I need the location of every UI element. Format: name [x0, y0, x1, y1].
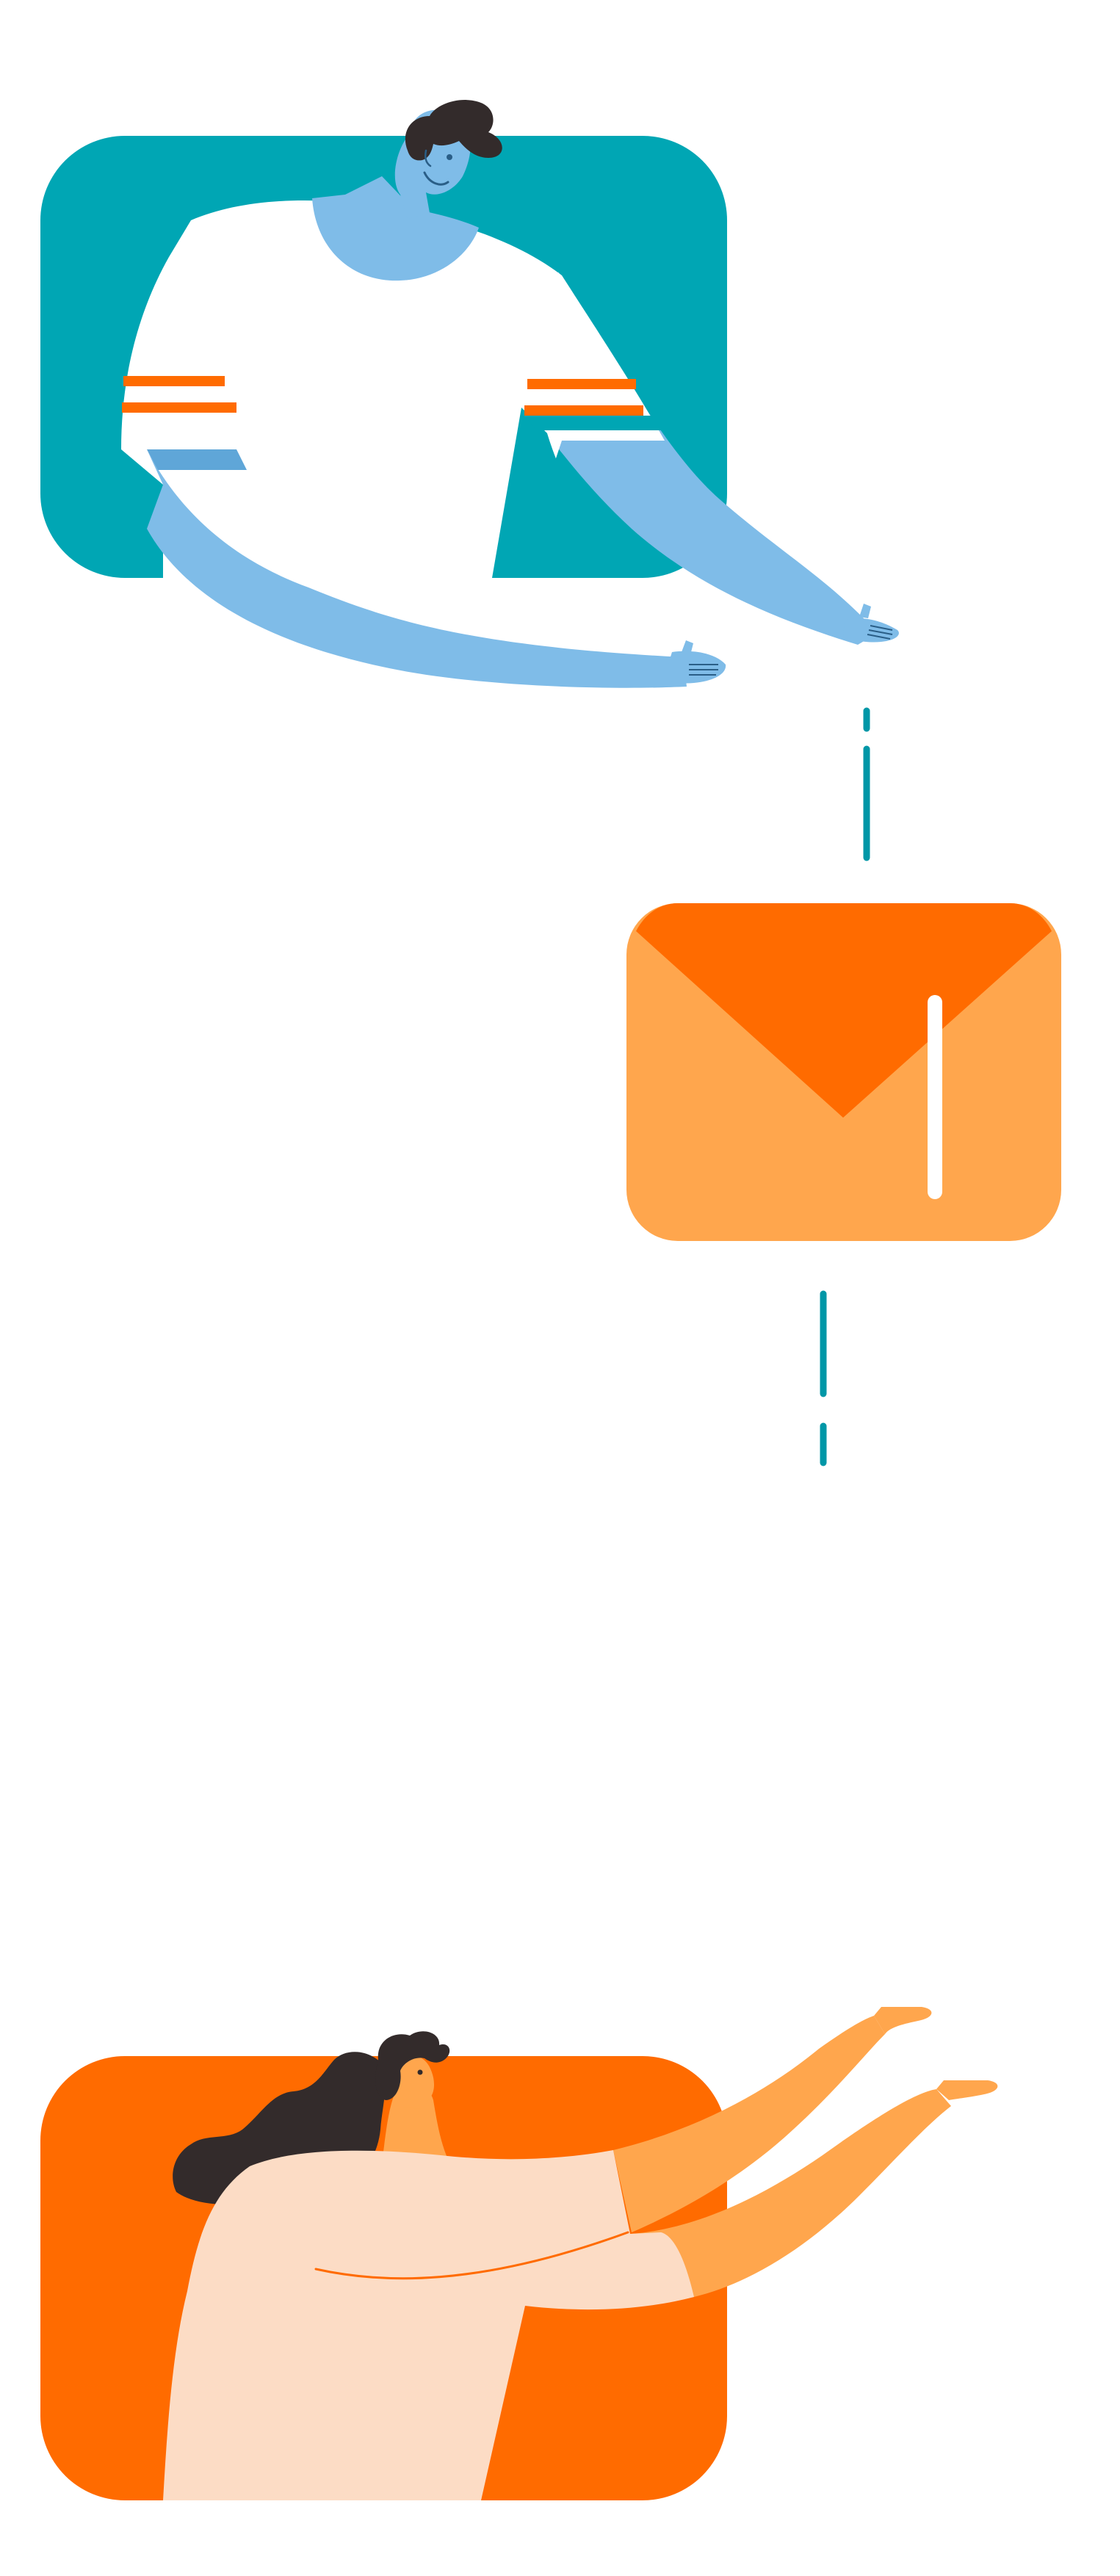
receiver-near-hand: [874, 2007, 932, 2034]
receiver-eye: [417, 2069, 423, 2075]
sender-hair: [405, 100, 502, 161]
receiver-shirt-line: [314, 2231, 629, 2280]
receiver-hair-top: [375, 2031, 450, 2100]
sender-near-hand: [665, 651, 726, 684]
envelope-mark: [928, 995, 942, 1199]
sender-figure: [40, 100, 899, 688]
receiver-far-hand: [936, 2080, 998, 2100]
sender-stripe: [527, 379, 636, 389]
sender-stripe: [524, 405, 643, 416]
receiver-neck: [382, 2083, 449, 2163]
sender-smile: [423, 171, 449, 186]
sender-arm-shadow: [147, 449, 247, 470]
receiver-figure: [40, 2007, 998, 2500]
envelope-flap: [636, 903, 1052, 1118]
receiver-near-arm: [613, 2016, 885, 2232]
receiver-far-arm: [632, 2089, 951, 2298]
sender-stripe: [123, 376, 225, 386]
envelope-icon: [626, 903, 1061, 1241]
sender-neck: [312, 176, 479, 281]
receiver-shirt: [163, 2150, 694, 2500]
sender-stripe: [122, 402, 236, 413]
sender-near-arm: [147, 449, 687, 688]
sender-torso-gap: [492, 408, 610, 578]
sender-eye: [447, 154, 452, 160]
